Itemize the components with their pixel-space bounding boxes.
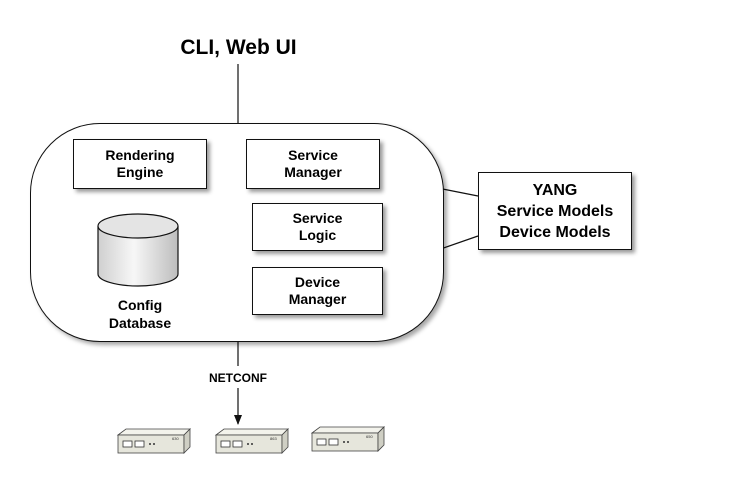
netconf-label: NETCONF [209, 371, 267, 385]
device-2-label: 863 [270, 436, 277, 441]
device-manager-box: Device Manager [252, 267, 383, 315]
yang-label: YANG [532, 181, 578, 199]
config-database-line-2: Database [108, 315, 172, 331]
config-database-line-1: Config [117, 297, 163, 313]
service-logic-box: Service Logic [252, 203, 383, 251]
device-3-label: 650 [366, 434, 373, 439]
page-title: CLI, Web UI [180, 36, 297, 59]
yang-models-box: YANG Service Models Device Models [478, 172, 632, 250]
network-device-1: 630 [116, 428, 191, 454]
service-manager-line-2: Manager [284, 164, 342, 180]
device-manager-line-1: Device [294, 274, 341, 290]
device-1-label: 630 [172, 436, 179, 441]
service-logic-line-1: Service [292, 210, 343, 226]
rendering-engine-line-2: Engine [116, 164, 164, 180]
rendering-engine-line-1: Rendering [105, 147, 175, 163]
config-database-label: Config Database [90, 296, 190, 332]
service-models-label: Service Models [496, 202, 614, 220]
database-icon [97, 213, 179, 287]
rendering-engine-box: Rendering Engine [73, 139, 207, 189]
service-manager-box: Service Manager [246, 139, 380, 189]
service-manager-line-1: Service [288, 147, 338, 163]
network-device-3: 650 [310, 426, 385, 452]
network-device-2: 863 [214, 428, 289, 454]
device-manager-line-2: Manager [288, 291, 347, 307]
service-logic-line-2: Logic [298, 227, 337, 243]
device-models-label: Device Models [499, 223, 611, 241]
